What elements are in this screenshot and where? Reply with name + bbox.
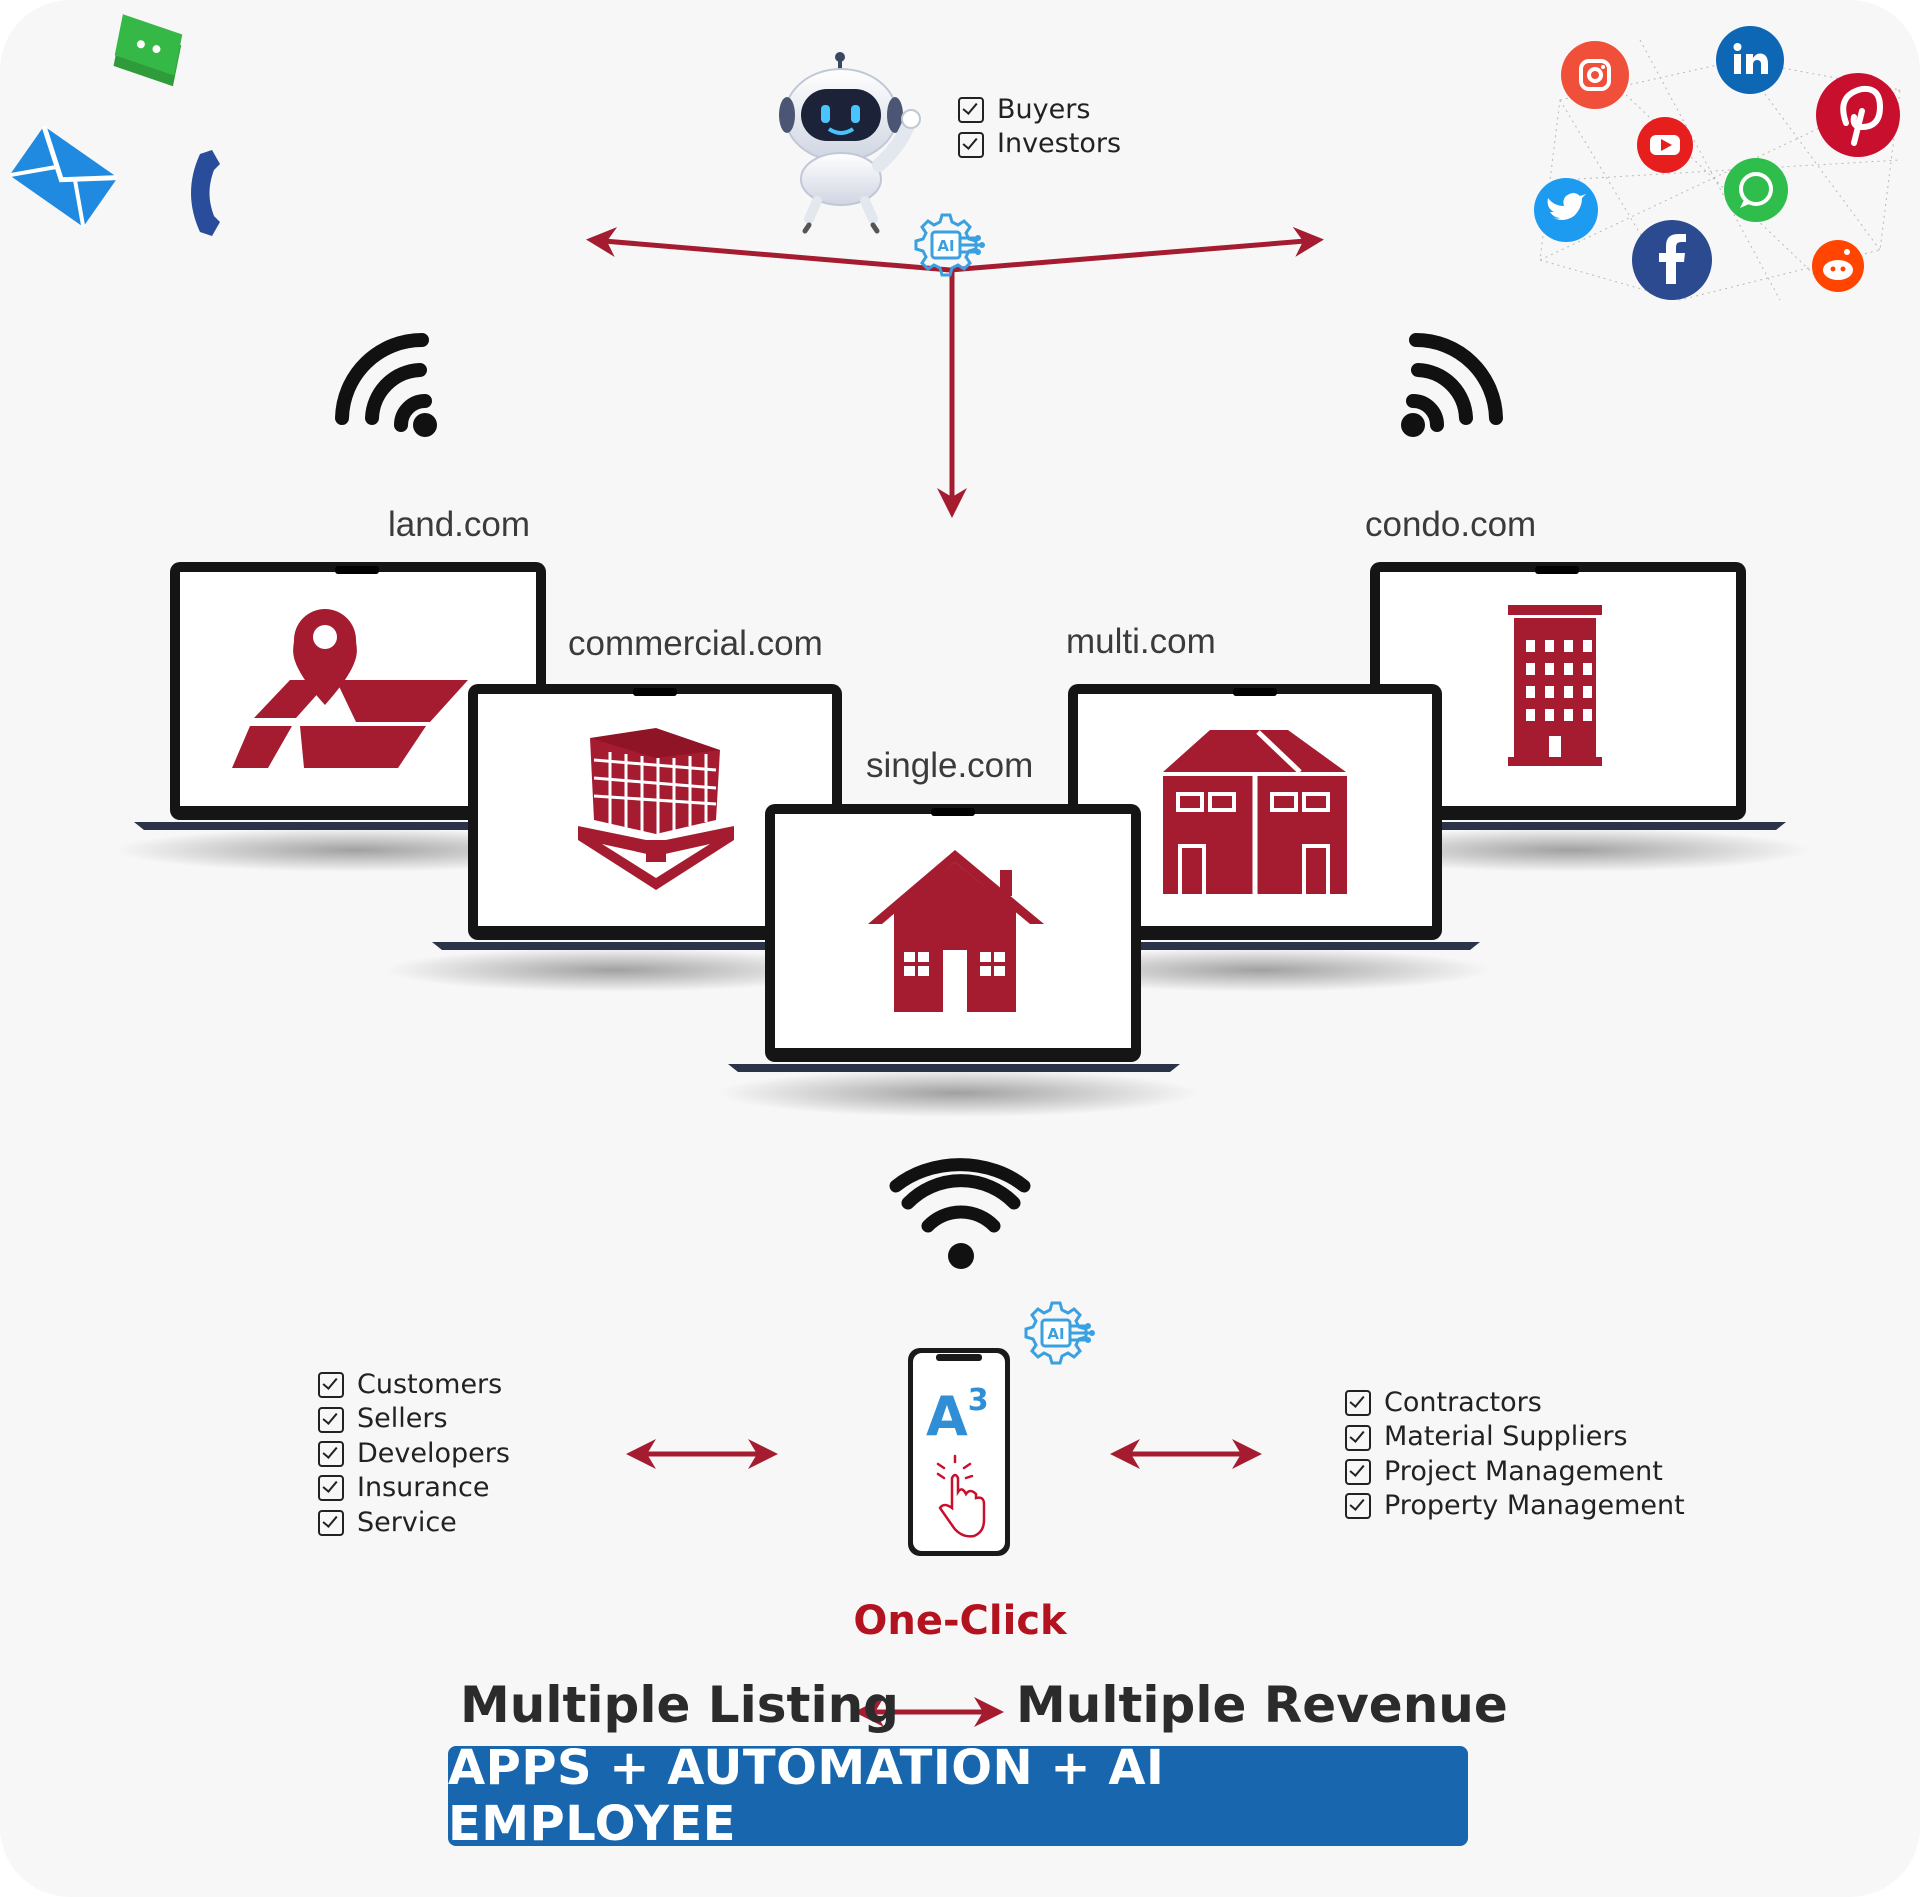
phone-icon: [191, 150, 220, 236]
checklist-item-label: Service: [357, 1506, 457, 1538]
pinterest-icon: [1816, 73, 1900, 157]
wireless-left-icon: [335, 333, 437, 437]
checkbox-checked-icon: [1345, 1459, 1371, 1486]
tagline-multiple-revenue: Multiple Revenue: [1016, 1676, 1508, 1734]
checklist-item-label: Material Suppliers: [1384, 1421, 1628, 1453]
laptop-condo: [1330, 562, 1810, 872]
checkbox-checked-icon: [958, 131, 984, 158]
linkedin-icon: [1716, 26, 1784, 94]
site-label-commercial: commercial.com: [568, 624, 823, 663]
social-network-mesh: [1539, 39, 1901, 301]
checkbox-checked-icon: [958, 97, 984, 124]
twitter-icon: [1534, 178, 1598, 242]
reddit-icon: [1812, 240, 1864, 292]
checklist-item: Project Management: [1345, 1455, 1685, 1489]
checklist-item-label: Insurance: [357, 1472, 490, 1504]
checklist-item-label: Developers: [357, 1437, 510, 1469]
checklist-item-label: Project Management: [1384, 1455, 1663, 1487]
checklist-item: Property Management: [1345, 1489, 1685, 1523]
commercial-building-icon: [578, 728, 734, 890]
tagline-multiple-listing: Multiple Listing: [460, 1676, 899, 1734]
ai-chip-phone-icon: [1024, 1301, 1097, 1365]
checklist-item-label: Buyers: [997, 94, 1091, 125]
site-label-multi: multi.com: [1066, 622, 1216, 661]
apps-automation-ai-banner: APPS + AUTOMATION + AI EMPLOYEE: [448, 1740, 1468, 1852]
instagram-icon: [1561, 41, 1629, 109]
checkbox-checked-icon: [318, 1509, 344, 1536]
checklist-item-label: Sellers: [357, 1403, 448, 1435]
wireless-right-icon: [1401, 333, 1503, 437]
checkbox-checked-icon: [318, 1372, 344, 1399]
single-family-house-icon: [868, 850, 1044, 1012]
tap-hand-icon: [936, 1454, 986, 1538]
checklist-item: Buyers: [958, 93, 1121, 127]
checklist-item: Developers: [318, 1437, 510, 1471]
checkbox-checked-icon: [318, 1441, 344, 1468]
arrow-to-right: [949, 226, 1324, 273]
checklist-item: Service: [318, 1506, 510, 1540]
youtube-icon: [1637, 117, 1693, 173]
condo-building-icon: [1508, 605, 1602, 766]
app-logo-superscript: 3: [967, 1383, 989, 1418]
checklist-item-label: Property Management: [1384, 1490, 1685, 1522]
facebook-icon: [1632, 220, 1712, 300]
checklist-item: Contractors: [1345, 1386, 1685, 1420]
checklist-item-label: Investors: [997, 128, 1122, 160]
checklist-item: Material Suppliers: [1345, 1420, 1685, 1454]
site-label-single: single.com: [866, 746, 1034, 785]
map-pin-plot-icon: [232, 609, 468, 768]
app-logo-letter: A: [926, 1385, 968, 1448]
checklist-item: Insurance: [318, 1471, 510, 1505]
checkbox-checked-icon: [1345, 1493, 1371, 1520]
smartphone-icon: [908, 1348, 1010, 1556]
laptop-single: [718, 804, 1198, 1117]
whatsapp-icon: [1724, 158, 1788, 222]
checklist-item: Sellers: [318, 1402, 510, 1436]
app-logo: A3: [926, 1383, 989, 1448]
checkbox-checked-icon: [318, 1475, 344, 1502]
checkbox-checked-icon: [318, 1406, 344, 1433]
checkbox-checked-icon: [1345, 1424, 1371, 1451]
checklist-item-label: Customers: [357, 1369, 503, 1400]
robot-icon: [779, 52, 921, 234]
wifi-icon: [889, 1158, 1031, 1269]
site-label-land: land.com: [388, 505, 531, 544]
multi-family-house-icon: [1163, 730, 1347, 894]
site-label-condo: condo.com: [1365, 505, 1537, 544]
one-click-label: One-Click: [853, 1598, 1067, 1644]
checklist-item: Customers: [318, 1368, 510, 1402]
checklist-item: Investors: [958, 127, 1121, 161]
arrow-to-left: [586, 227, 951, 273]
checklist-item-label: Contractors: [1384, 1387, 1542, 1418]
checkbox-checked-icon: [1345, 1390, 1371, 1417]
email-icon: [9, 125, 118, 228]
chat-icon: [113, 14, 183, 87]
